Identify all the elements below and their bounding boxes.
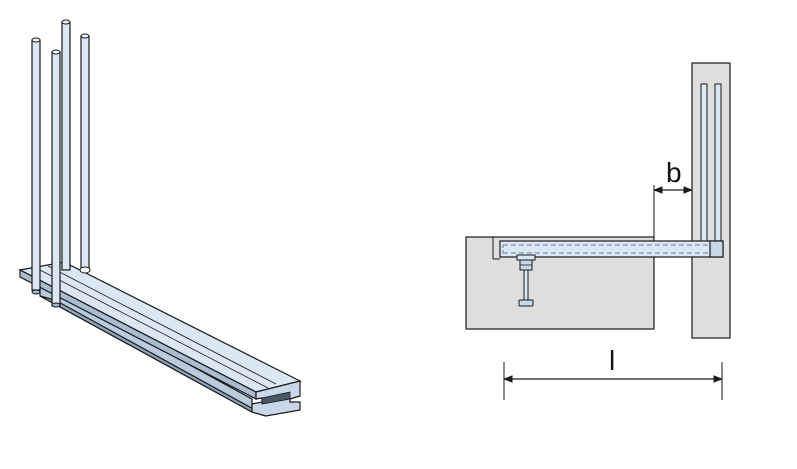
channel-end-profile-shadow [261, 391, 291, 405]
anchor-bar [51, 49, 61, 308]
channel-end-cap [709, 240, 724, 258]
channel-slot-line [47, 265, 277, 385]
dimension-label-b: b [666, 157, 682, 188]
anchor-bar [79, 33, 91, 274]
t-bolt [516, 254, 536, 307]
dimension-b: b [653, 157, 693, 237]
channel-slot-line [39, 269, 269, 389]
anchor-bar [61, 19, 71, 271]
dimension-label-l: l [609, 345, 615, 376]
isometric-anchor-channel-view [18, 19, 302, 417]
dimension-l: l [503, 345, 723, 400]
concrete-wall [691, 62, 731, 339]
anchor-bar [31, 37, 41, 295]
section-view: b l [465, 62, 731, 400]
